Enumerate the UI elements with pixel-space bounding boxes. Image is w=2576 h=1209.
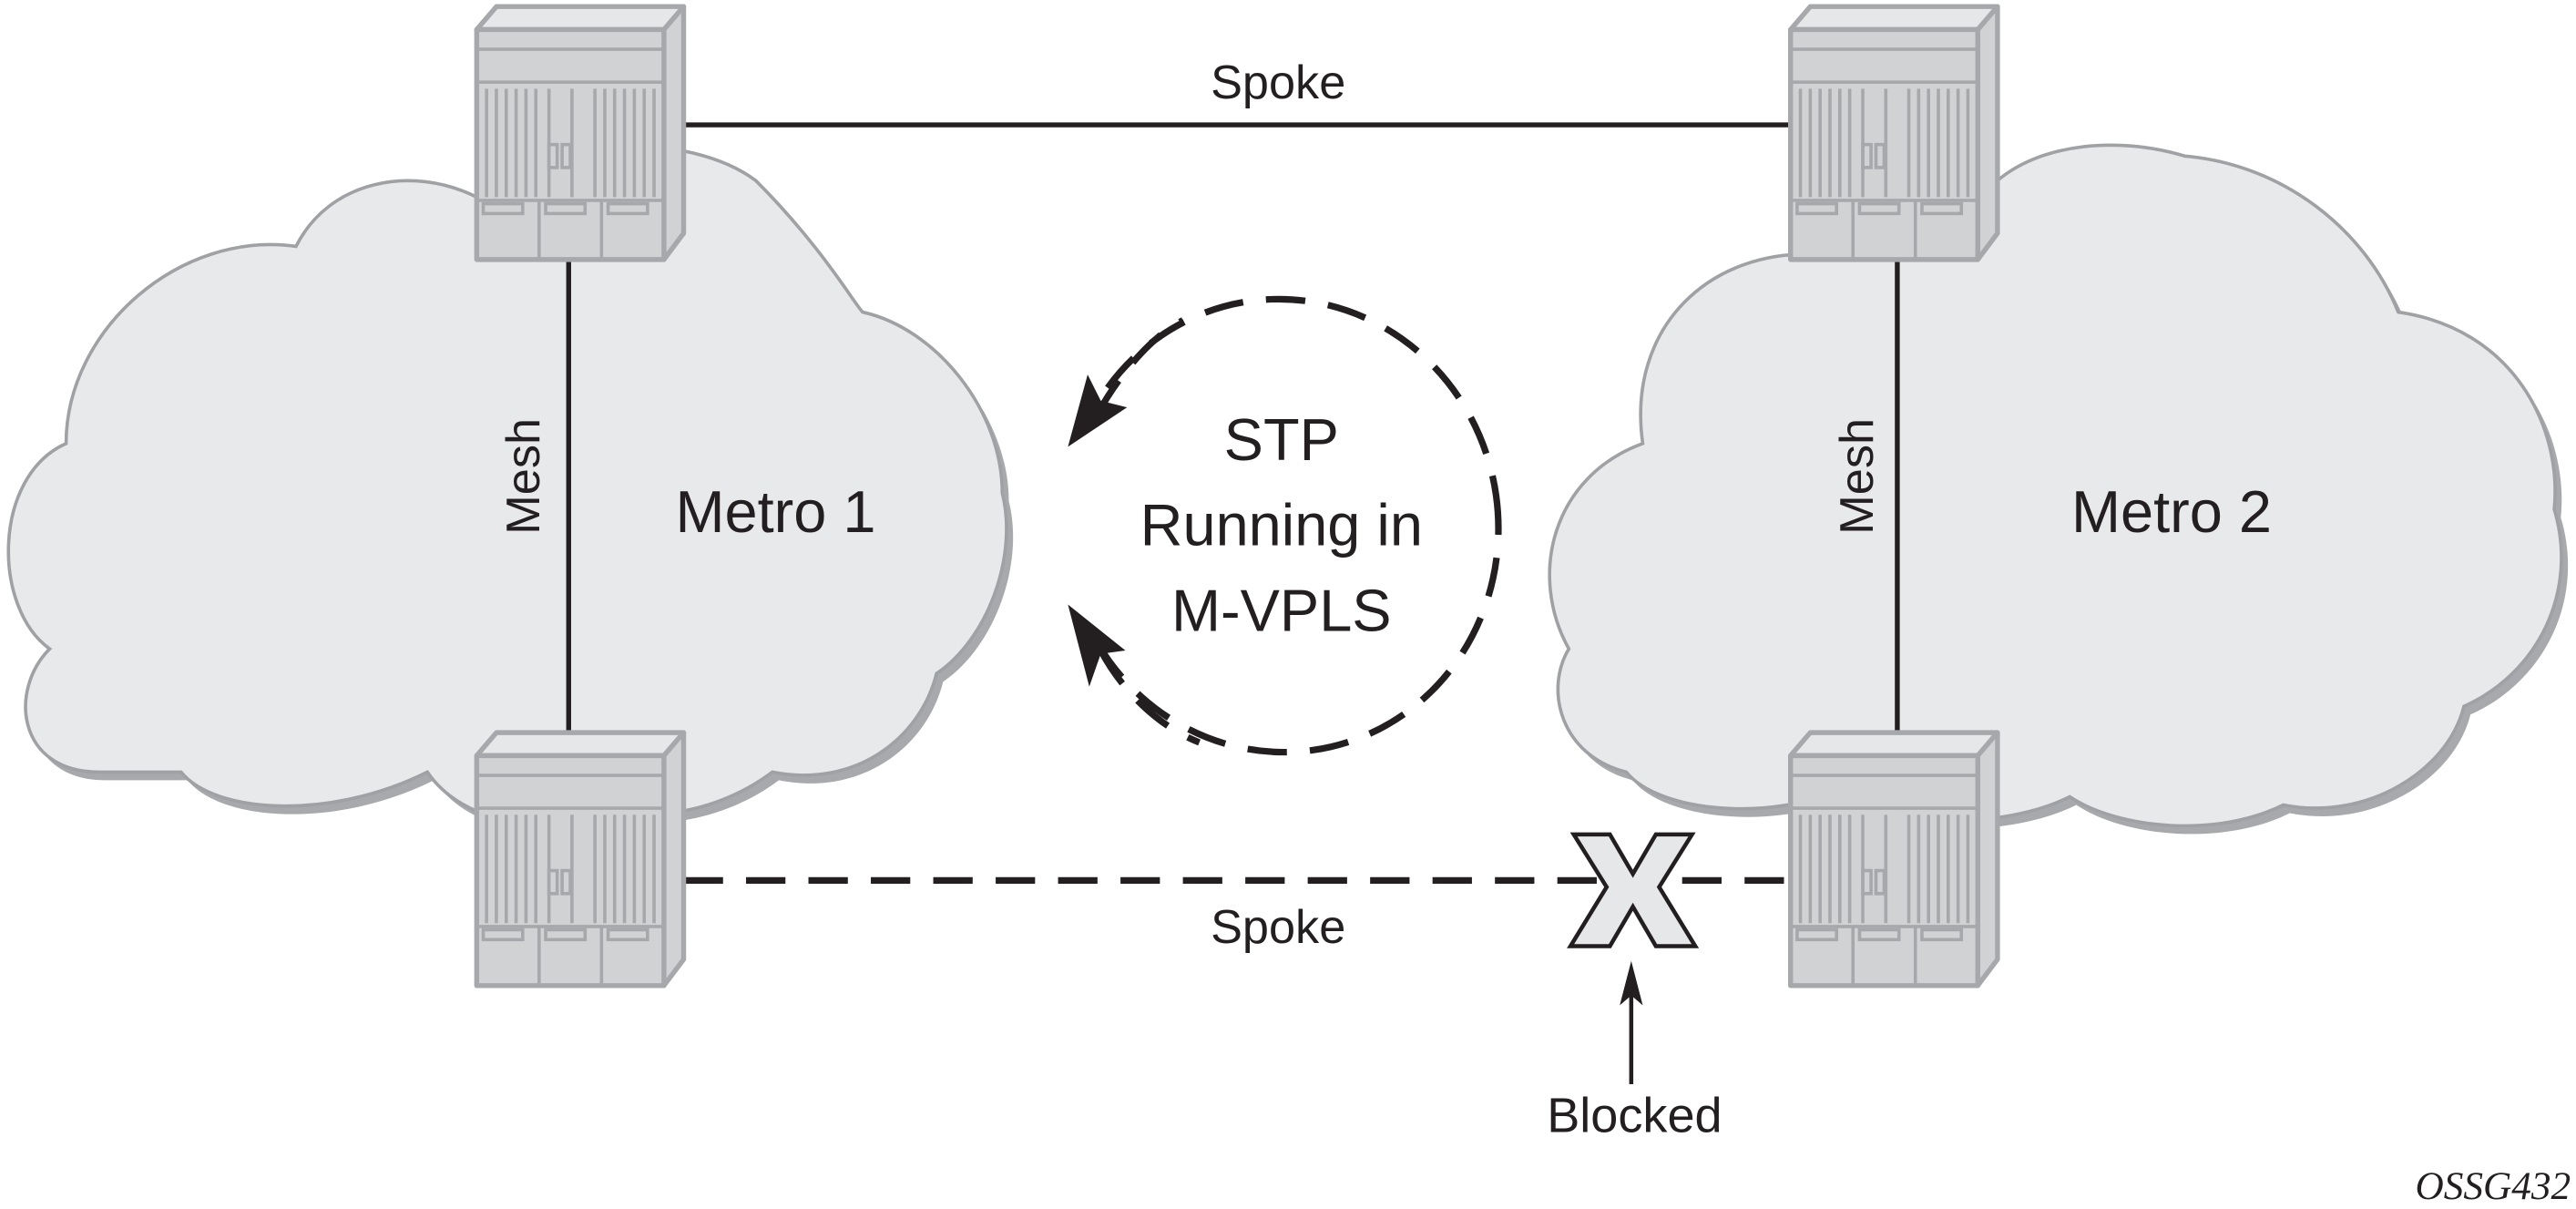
blocked-label: Blocked — [1547, 1088, 1722, 1142]
mesh-label-metro2: Mesh — [1831, 418, 1884, 535]
router-metro1-top — [476, 6, 683, 260]
metro2-label: Metro 2 — [2071, 478, 2272, 545]
router-metro1-bottom — [476, 733, 683, 986]
stp-label-line1: STP — [1224, 406, 1339, 473]
stp-loop — [1051, 295, 1502, 756]
stp-label-line3: M-VPLS — [1171, 577, 1392, 643]
cloud-metro2 — [1548, 143, 2569, 835]
router-metro2-top — [1791, 6, 1998, 260]
top-spoke-label: Spoke — [1211, 56, 1345, 109]
stp-label-line2: Running in — [1140, 492, 1423, 558]
mesh-label-metro1: Mesh — [497, 418, 550, 535]
blocked-x-icon — [1567, 832, 1700, 948]
bottom-spoke-label: Spoke — [1211, 901, 1345, 954]
metro1-label: Metro 1 — [675, 478, 875, 545]
figure-id: OSSG432 — [2415, 1164, 2571, 1208]
blocked-arrowhead-icon — [1620, 960, 1643, 1006]
arrowhead-icon — [1068, 604, 1126, 687]
router-metro2-bottom — [1791, 733, 1998, 986]
